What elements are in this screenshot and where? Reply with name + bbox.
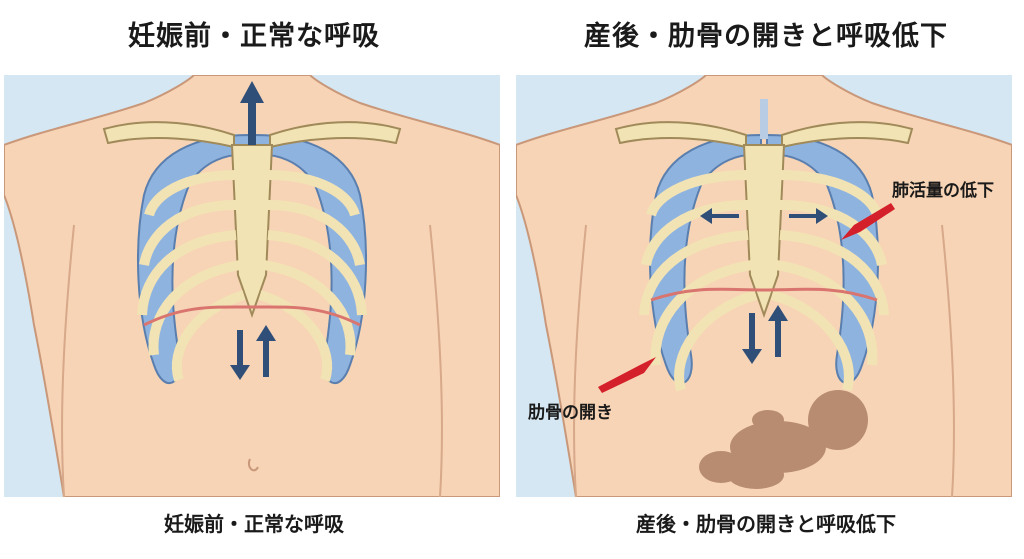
postpartum-torso-diagram [516, 75, 1012, 497]
left-panel-illustration [4, 75, 500, 497]
rib-callout-arrow [598, 357, 656, 393]
left-panel-title: 妊娠前・正常な呼吸 [128, 21, 380, 52]
left-panel-caption: 妊娠前・正常な呼吸 [164, 512, 344, 536]
right-panel-illustration [516, 75, 1012, 497]
rib-cage [614, 121, 914, 392]
rib-cage [102, 121, 402, 385]
baby-silhouette [699, 390, 868, 489]
diaphragm-line [650, 287, 878, 302]
breath-up-arrow [240, 81, 264, 145]
pre-pregnancy-torso-diagram [4, 75, 500, 497]
diaphragm-line [143, 305, 361, 327]
lung-capacity-callout: 肺活量の低下 [892, 181, 994, 201]
lung-expansion-arrows [700, 208, 828, 224]
diaphragm-movement-arrows [742, 305, 788, 364]
right-panel-title: 産後・肋骨の開きと呼吸低下 [584, 21, 948, 52]
lung-callout-arrow [841, 203, 895, 240]
navel [248, 458, 259, 472]
right-panel-caption: 産後・肋骨の開きと呼吸低下 [636, 512, 896, 536]
diaphragm-movement-arrows [230, 325, 276, 380]
trachea [760, 99, 768, 139]
rib-flare-callout: 肋骨の開き [528, 403, 613, 423]
